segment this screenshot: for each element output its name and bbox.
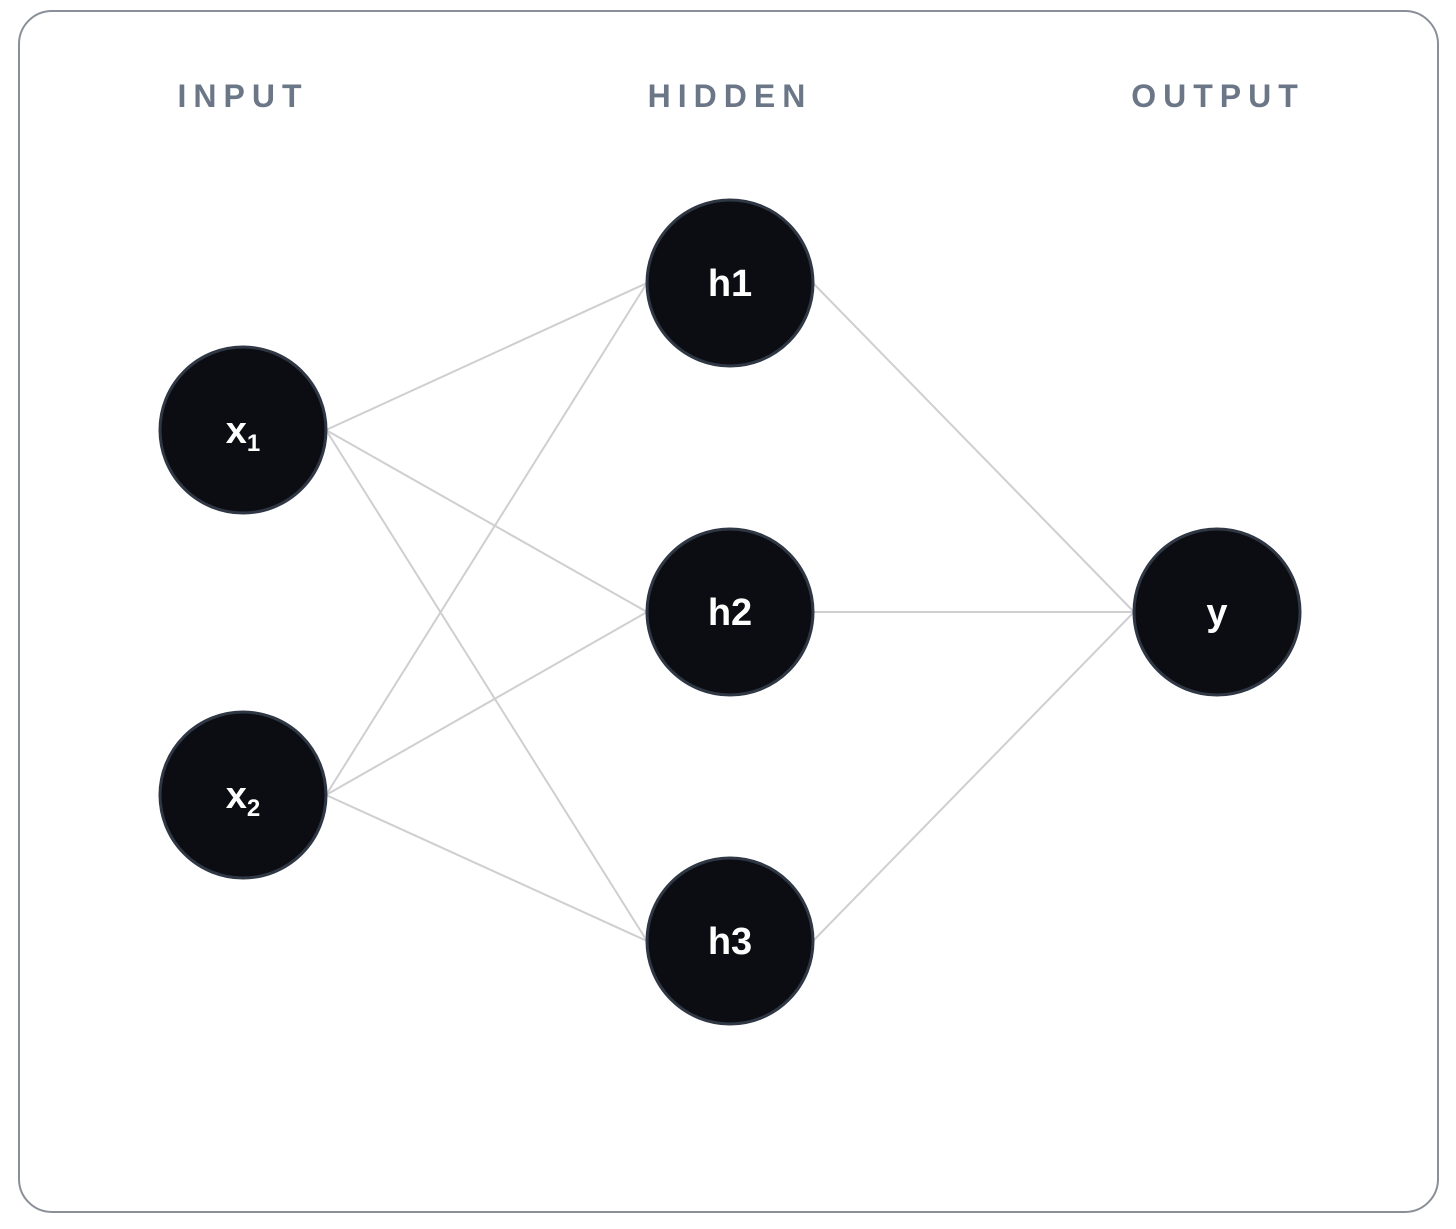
layer-label-input: INPUT	[177, 78, 309, 114]
edge-x1-h3	[325, 429, 648, 942]
node-label-base-x2: x	[226, 775, 247, 817]
node-label-base-y: y	[1206, 592, 1227, 634]
edge-h1-y	[812, 282, 1135, 613]
edge-h3-y	[812, 611, 1135, 942]
node-h1: h1	[645, 198, 815, 368]
node-label-x1: x1	[226, 410, 261, 457]
node-x1: x1	[158, 345, 328, 515]
layer-label-hidden: HIDDEN	[647, 78, 813, 114]
edge-x1-h1	[325, 282, 648, 431]
node-label-subscript-x2: 2	[247, 795, 260, 822]
node-label-h2: h2	[708, 592, 752, 634]
node-label-y: y	[1206, 592, 1227, 634]
node-label-base-h2: h2	[708, 592, 752, 634]
node-circle-x2	[158, 710, 328, 880]
node-label-base-h1: h1	[708, 263, 752, 305]
node-circle-x1	[158, 345, 328, 515]
node-circle-h1	[645, 198, 815, 368]
edge-x2-h3	[325, 794, 648, 942]
edge-x1-h2	[325, 429, 648, 613]
node-circle-y	[1132, 527, 1302, 697]
node-circle-h3	[645, 856, 815, 1026]
node-y: y	[1132, 527, 1302, 697]
edges-group	[325, 282, 1135, 942]
node-label-h3: h3	[708, 921, 752, 963]
node-label-h1: h1	[708, 263, 752, 305]
node-h3: h3	[645, 856, 815, 1026]
node-x2: x2	[158, 710, 328, 880]
layer-label-output: OUTPUT	[1131, 78, 1305, 114]
node-label-base-x1: x	[226, 410, 247, 452]
node-h2: h2	[645, 527, 815, 697]
node-label-subscript-x1: 1	[247, 430, 260, 457]
node-label-base-h3: h3	[708, 921, 752, 963]
edge-x2-h2	[325, 611, 648, 796]
node-label-x2: x2	[226, 775, 261, 822]
node-circle-h2	[645, 527, 815, 697]
edge-x2-h1	[325, 282, 648, 796]
